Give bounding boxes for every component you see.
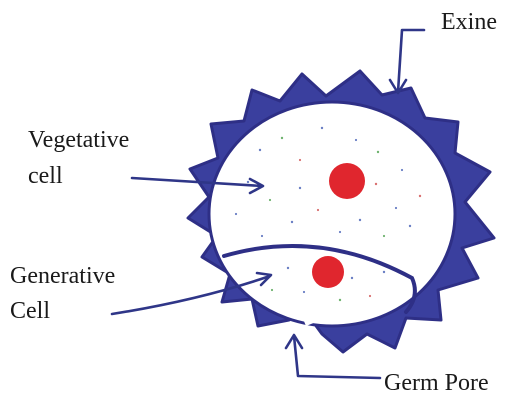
exine-label: Exine <box>441 8 497 36</box>
generative-nucleus <box>312 256 344 288</box>
vegetative-label-line2: cell <box>28 162 63 190</box>
vegetative-cell <box>209 102 455 326</box>
germ-pore-label: Germ Pore <box>384 369 489 397</box>
generative-label-line2: Cell <box>10 297 50 325</box>
vegetative-nucleus <box>329 163 365 199</box>
vegetative-label-line1: Vegetative <box>28 126 129 154</box>
exine-arrow <box>398 30 424 92</box>
generative-label-line1: Generative <box>10 262 115 290</box>
